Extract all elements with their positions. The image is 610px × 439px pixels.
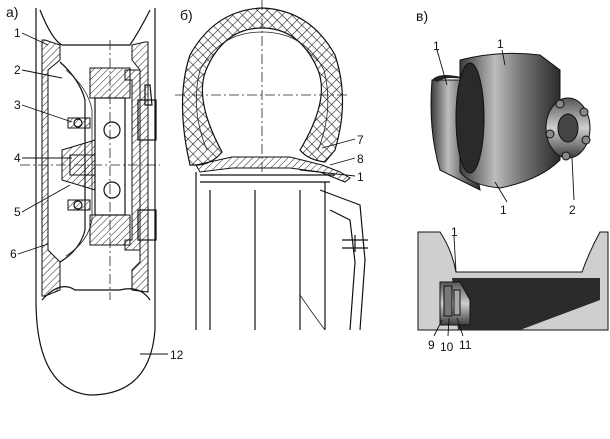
brake-caliper-bottom	[137, 209, 157, 241]
callout-b-1: 1	[357, 170, 364, 184]
rim-bed	[195, 156, 351, 183]
callout-10: 10	[440, 340, 454, 354]
panel-b: б) 7 8 1	[175, 0, 368, 331]
callout-v-1a: 1	[433, 39, 440, 53]
leader-b-1	[299, 169, 356, 177]
leader-3	[21, 104, 73, 123]
leader-v-2	[571, 157, 575, 201]
callout-a-3: 3	[14, 98, 21, 112]
bearing-outer	[103, 121, 121, 139]
leader-7	[321, 138, 356, 149]
rim-taper	[299, 294, 326, 331]
rim-bore	[455, 62, 485, 174]
hub-bolts	[545, 99, 591, 161]
callout-vb-1: 1	[451, 225, 458, 239]
tire-section	[181, 7, 344, 166]
leader-11	[456, 317, 464, 337]
leader-v-1b	[501, 49, 506, 66]
rim-ribs	[209, 190, 301, 330]
leader-v-1c	[494, 181, 508, 203]
leader-2	[21, 69, 63, 79]
panel-b-label: б)	[180, 7, 193, 23]
rim-half-right	[459, 52, 561, 189]
panel-a: а)	[6, 4, 184, 396]
callout-a-2: 2	[14, 63, 21, 77]
disc-profile	[319, 189, 366, 331]
callout-11: 11	[459, 338, 472, 352]
rim-section-shadow	[452, 278, 600, 330]
brake-caliper-top	[137, 99, 157, 141]
rim-bolt	[443, 285, 453, 317]
panel-a-label: а)	[6, 4, 18, 20]
leader-v-b-1	[453, 235, 457, 273]
rim-nut	[453, 289, 461, 316]
leader-6	[17, 243, 49, 255]
leader-10	[447, 317, 450, 337]
callout-a-5: 5	[14, 205, 21, 219]
leader-5	[21, 184, 71, 213]
tire-bead-top	[39, 9, 151, 46]
leader-9	[433, 319, 443, 337]
rim-left	[41, 39, 61, 297]
stud-bolts	[67, 117, 91, 211]
callout-a-6: 6	[10, 247, 17, 261]
panel-v-label: в)	[416, 8, 428, 24]
leader-v-1a	[436, 49, 448, 86]
rim-half-left-edge	[432, 75, 478, 82]
panel-v-bottom: 1 9 10 11	[417, 225, 609, 354]
tire-outline	[35, 8, 156, 396]
leader-1	[21, 32, 49, 46]
callout-v-1b: 1	[497, 37, 504, 51]
callout-b-7: 7	[357, 133, 364, 147]
callout-v-1c: 1	[500, 203, 507, 217]
callout-9: 9	[428, 338, 435, 352]
leader-8	[329, 157, 356, 166]
brake-drum	[124, 69, 141, 251]
callout-a-1: 1	[14, 26, 21, 40]
callout-a-12: 12	[170, 348, 184, 362]
callout-v-2: 2	[569, 203, 576, 217]
panel-v-top: в) 1 1 1 2	[416, 8, 591, 217]
hub-center	[557, 113, 579, 143]
valve-stem	[144, 84, 153, 106]
bearing-inner	[103, 181, 121, 199]
mount-bolt	[342, 235, 368, 252]
callout-b-8: 8	[357, 152, 364, 166]
callout-a-4: 4	[14, 151, 21, 165]
disc-flange	[200, 174, 335, 183]
